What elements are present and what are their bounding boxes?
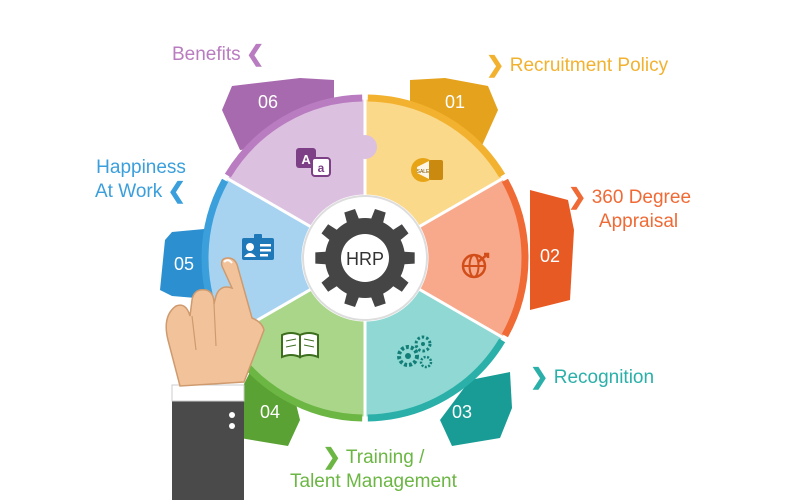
- section-number-05: 05: [174, 254, 194, 274]
- ring-border-appraisal: [501, 178, 529, 338]
- section-number-03: 03: [452, 402, 472, 422]
- center-label: HRP: [346, 249, 384, 269]
- section-number-02: 02: [540, 246, 560, 266]
- tooth-appraisal: [530, 190, 574, 310]
- label-appraisal-line-1: 360 Degree: [591, 187, 692, 208]
- translate-icon: A a: [296, 148, 331, 177]
- arrow-right-icon: ❯: [322, 444, 341, 469]
- megaphone-icon: SALE: [411, 158, 443, 182]
- svg-text:SALE: SALE: [417, 169, 430, 175]
- label-happiness: Happiness At Work ❮: [95, 156, 186, 204]
- svg-text:a: a: [318, 161, 325, 175]
- arrow-left-icon: ❮: [245, 41, 265, 66]
- shirt-cuff: [171, 384, 245, 402]
- svg-text:A: A: [301, 152, 311, 167]
- label-training-line-1: Training /: [345, 447, 425, 468]
- label-benefits: Benefits ❮: [172, 43, 264, 67]
- label-appraisal: ❯ 360 Degree Appraisal: [568, 186, 691, 234]
- arrow-right-icon: ❯: [568, 184, 587, 209]
- arrow-right-icon: ❯: [530, 364, 549, 389]
- ring-border-recruitment: [367, 94, 506, 178]
- arrow-left-icon: ❮: [167, 178, 186, 203]
- gears-icon: [397, 335, 433, 369]
- cuff-button: [229, 412, 235, 418]
- section-number-06: 06: [258, 92, 278, 112]
- label-happiness-line-1: Happiness: [96, 157, 186, 178]
- label-recognition: ❯ Recognition: [530, 366, 654, 390]
- label-happiness-line-2: At Work: [95, 181, 163, 202]
- label-recruitment: ❯ Recruitment Policy: [486, 54, 668, 78]
- gear-teeth: [160, 78, 574, 446]
- center-disc-outline: [302, 195, 428, 321]
- tooth-recognition: [440, 372, 512, 446]
- label-recognition-text: Recognition: [553, 367, 655, 388]
- cuff-button: [229, 423, 235, 429]
- puzzle-knob-benefits: [353, 135, 377, 159]
- ring-border-benefits: [224, 94, 363, 178]
- label-appraisal-line-2: Appraisal: [598, 211, 679, 232]
- pointing-hand: [165, 257, 265, 500]
- globe-icon: [461, 252, 490, 279]
- section-number-04: 04: [260, 402, 280, 422]
- label-benefits-text: Benefits: [172, 44, 241, 65]
- id-card-icon: [242, 234, 274, 260]
- label-training-line-2: Talent Management: [290, 471, 457, 492]
- label-recruitment-text: Recruitment Policy: [509, 55, 669, 76]
- book-icon: [281, 332, 319, 359]
- arrow-right-icon: ❯: [486, 52, 505, 77]
- label-training: ❯ Training / Talent Management: [290, 446, 457, 494]
- ring-border-recognition: [367, 338, 506, 422]
- section-number-01: 01: [445, 92, 465, 112]
- center-hub: [341, 234, 389, 282]
